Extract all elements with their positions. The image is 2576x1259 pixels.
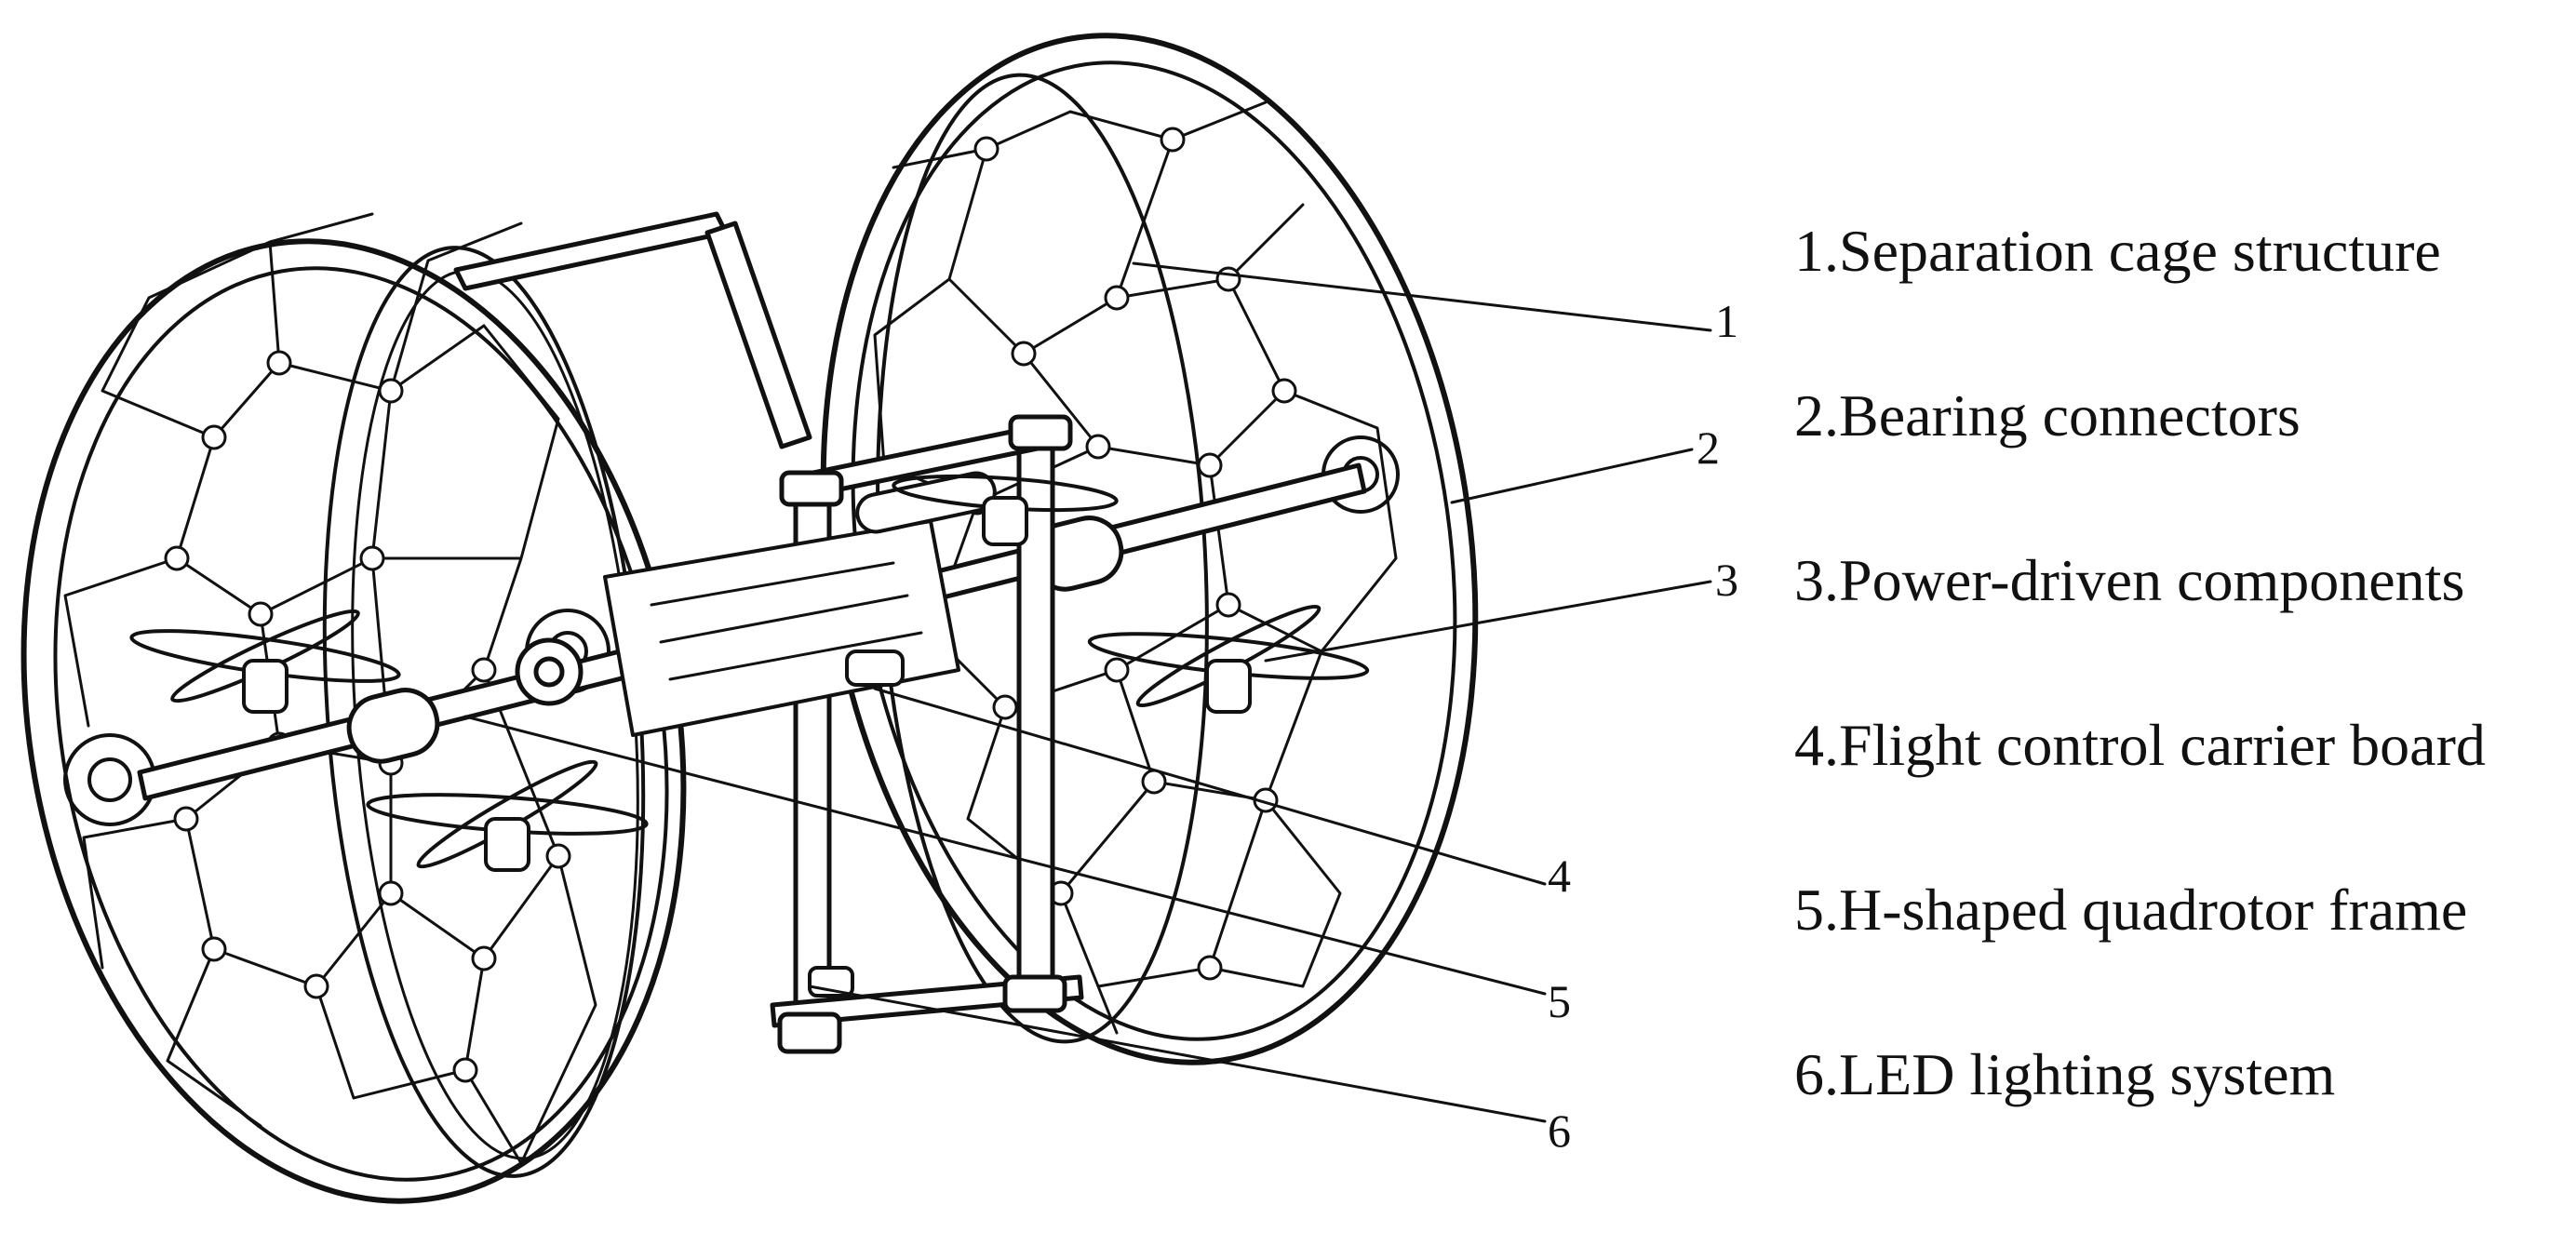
legend-item-separation-cage: 1.Separation cage structure <box>1794 218 2441 284</box>
leader-6 <box>808 984 1547 1123</box>
legend-item-power-driven-components: 3.Power-driven components <box>1794 547 2465 613</box>
rotors <box>129 474 1370 872</box>
legend-item-led-lighting: 6.LED lighting system <box>1794 1041 2336 1107</box>
callout-number-2: 2 <box>1697 422 1720 474</box>
callout-numbers: 1 2 3 4 5 6 <box>1548 295 1738 1157</box>
callout-number-4: 4 <box>1548 850 1571 902</box>
leader-2 <box>1450 448 1694 504</box>
rotor-left-lower <box>366 759 649 872</box>
callout-leaders <box>463 261 1712 1123</box>
component-legend: 1.Separation cage structure 2.Bearing co… <box>1794 205 2557 1193</box>
h-frame-diagonal-arm <box>704 221 812 449</box>
callout-number-5: 5 <box>1548 975 1571 1027</box>
legend-item-bearing-connectors: 2.Bearing connectors <box>1794 382 2301 449</box>
callout-number-3: 3 <box>1715 554 1738 606</box>
callout-number-6: 6 <box>1548 1105 1571 1157</box>
led-lighting <box>808 650 905 998</box>
h-frame-upper-beam <box>453 211 729 291</box>
leader-5 <box>463 715 1547 996</box>
rotor-left-upper <box>129 609 401 714</box>
rotor-right-upper <box>892 474 1119 546</box>
leader-3 <box>1264 580 1712 663</box>
callout-number-1: 1 <box>1715 295 1738 347</box>
legend-item-flight-control-board: 4.Flight control carrier board <box>1794 712 2486 778</box>
legend-item-h-frame: 5.H-shaped quadrotor frame <box>1794 877 2468 943</box>
leader-1 <box>1132 261 1712 332</box>
left-cage-joints <box>164 350 571 1083</box>
rotor-right-lower <box>1087 604 1370 714</box>
leader-4 <box>873 687 1547 886</box>
